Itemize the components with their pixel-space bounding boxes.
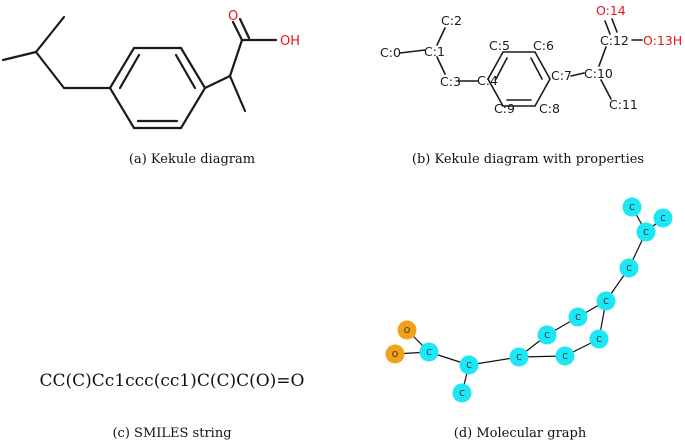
carbon-node (452, 383, 472, 403)
node-label: C (426, 348, 432, 357)
hydroxyl-label: OH (280, 34, 300, 49)
node-label: C (629, 203, 635, 212)
molecular-graph: C C C C C C C C C C C C C O O (385, 197, 673, 403)
node-label: C (459, 389, 465, 398)
caption-b: (b) Kekule diagram with properties (412, 152, 644, 167)
oxygen-nodes (385, 320, 417, 364)
atom-label-c9: C:9 (494, 101, 515, 116)
node-label: C (516, 353, 522, 362)
atom-label-o13h: O:13H (643, 33, 682, 48)
node-label: C (660, 214, 666, 223)
atom-label-c5: C:5 (489, 38, 510, 53)
smiles-string: CC(C)Cc1ccc(cc1)C(C)C(O)=O (40, 371, 305, 391)
atom-label-c6: C:6 (533, 38, 554, 53)
atom-label-c2: C:2 (441, 13, 462, 28)
atom-label-c3: C:3 (440, 74, 461, 89)
carbon-node (555, 346, 575, 366)
node-label: C (544, 331, 550, 340)
atom-label-c8: C:8 (539, 101, 560, 116)
graph-edges (394, 206, 664, 394)
node-label: C (603, 297, 609, 306)
node-label: C (466, 361, 472, 370)
node-label: C (626, 264, 632, 273)
node-label: C (643, 228, 649, 237)
oxygen-label: O (228, 9, 238, 24)
caption-a: (a) Kekule diagram (129, 152, 255, 167)
node-label: C (596, 335, 602, 344)
oxygen-node (397, 320, 417, 340)
atom-label-c10: C:10 (584, 66, 613, 81)
atom-label-c4: C:4 (477, 73, 498, 88)
atom-label-c1: C:1 (424, 44, 445, 59)
carbon-node (636, 222, 656, 242)
carbon-node (619, 258, 639, 278)
carbon-node (653, 208, 673, 228)
carbon-node (509, 347, 529, 367)
node-label: C (562, 352, 568, 361)
carbon-node (568, 307, 588, 327)
caption-c: (c) SMILES string (112, 426, 231, 441)
node-labels: C C C C C C C C C C C C C O O (392, 203, 666, 398)
atom-label-c11: C:11 (609, 97, 638, 112)
atom-label-c12: C:12 (600, 33, 629, 48)
atom-labels: C:0 C:1 C:2 C:3 C:4 C:5 C:6 C:7 C:8 C:9 … (380, 3, 682, 116)
caption-d: (d) Molecular graph (454, 426, 587, 441)
carbon-node (622, 197, 642, 217)
carbon-node (537, 325, 557, 345)
node-label: O (392, 350, 398, 359)
kekule-properties-diagram (399, 18, 643, 107)
carbon-node (459, 355, 479, 375)
carbon-node (589, 329, 609, 349)
kekule-diagram: O OH (1, 9, 300, 130)
node-label: C (575, 313, 581, 322)
atom-label-o14: O:14 (596, 3, 626, 18)
atom-label-c7: C:7 (551, 68, 572, 83)
atom-label-c0: C:0 (380, 45, 401, 60)
carbon-nodes (419, 197, 673, 403)
carbon-node (596, 291, 616, 311)
oxygen-node (385, 344, 405, 364)
carbon-node (419, 342, 439, 362)
node-label: O (404, 326, 410, 335)
